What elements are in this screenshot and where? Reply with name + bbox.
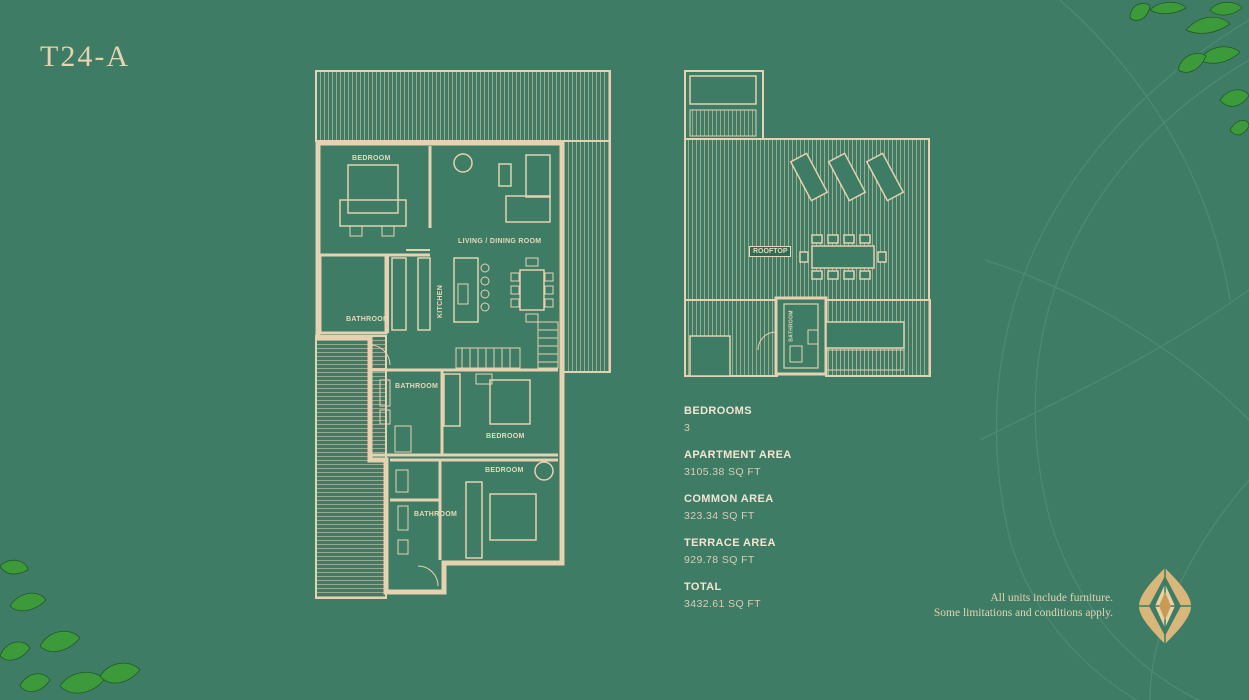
diamond-emblem-icon	[1139, 568, 1191, 644]
stat-apartment-area: APARTMENT AREA 3105.38 SQ FT	[684, 448, 884, 479]
leaf-decoration-icon	[0, 559, 141, 694]
room-label-kitchen: KITCHEN	[437, 284, 445, 319]
stat-value: 323.34 SQ FT	[684, 510, 755, 522]
stat-label: APARTMENT AREA	[684, 449, 792, 461]
room-label-bedroom-3: BEDROOM	[485, 467, 524, 474]
stat-total: TOTAL 3432.61 SQ FT	[684, 580, 884, 611]
stat-value: 3	[684, 422, 691, 434]
leaf-decoration-icon	[1129, 1, 1249, 136]
stat-value: 3105.38 SQ FT	[684, 466, 761, 478]
room-label-living-dining: LIVING / DINING ROOM	[458, 238, 542, 245]
stat-value: 929.78 SQ FT	[684, 554, 755, 566]
disclaimer: All units include furniture. Some limita…	[934, 591, 1113, 621]
room-label-bathroom-2: BATHROOM	[395, 383, 439, 390]
room-label-bathroom-3: BATHROOM	[414, 511, 458, 518]
disclaimer-line-1: All units include furniture.	[990, 592, 1113, 604]
stat-terrace-area: TERRACE AREA 929.78 SQ FT	[684, 536, 884, 567]
stat-value: 3432.61 SQ FT	[684, 598, 761, 610]
room-label-bedroom-2: BEDROOM	[486, 433, 525, 440]
unit-title: T24-A	[40, 40, 130, 73]
disclaimer-line-2: Some limitations and conditions apply.	[933, 607, 1113, 619]
stat-label: BEDROOMS	[684, 405, 752, 417]
stat-bedrooms: BEDROOMS 3	[684, 404, 884, 435]
room-label-rooftop-bathroom: BATHROOM	[788, 310, 795, 342]
stat-common-area: COMMON AREA 323.34 SQ FT	[684, 492, 884, 523]
room-label-bedroom-1: BEDROOM	[352, 155, 391, 162]
stat-label: TOTAL	[684, 581, 722, 593]
unit-stats: BEDROOMS 3 APARTMENT AREA 3105.38 SQ FT …	[684, 404, 884, 624]
stat-label: TERRACE AREA	[684, 537, 776, 549]
stat-label: COMMON AREA	[684, 493, 774, 505]
room-label-bathroom-1: BATHROOM	[346, 316, 390, 323]
room-label-rooftop: ROOFTOP	[749, 246, 792, 257]
